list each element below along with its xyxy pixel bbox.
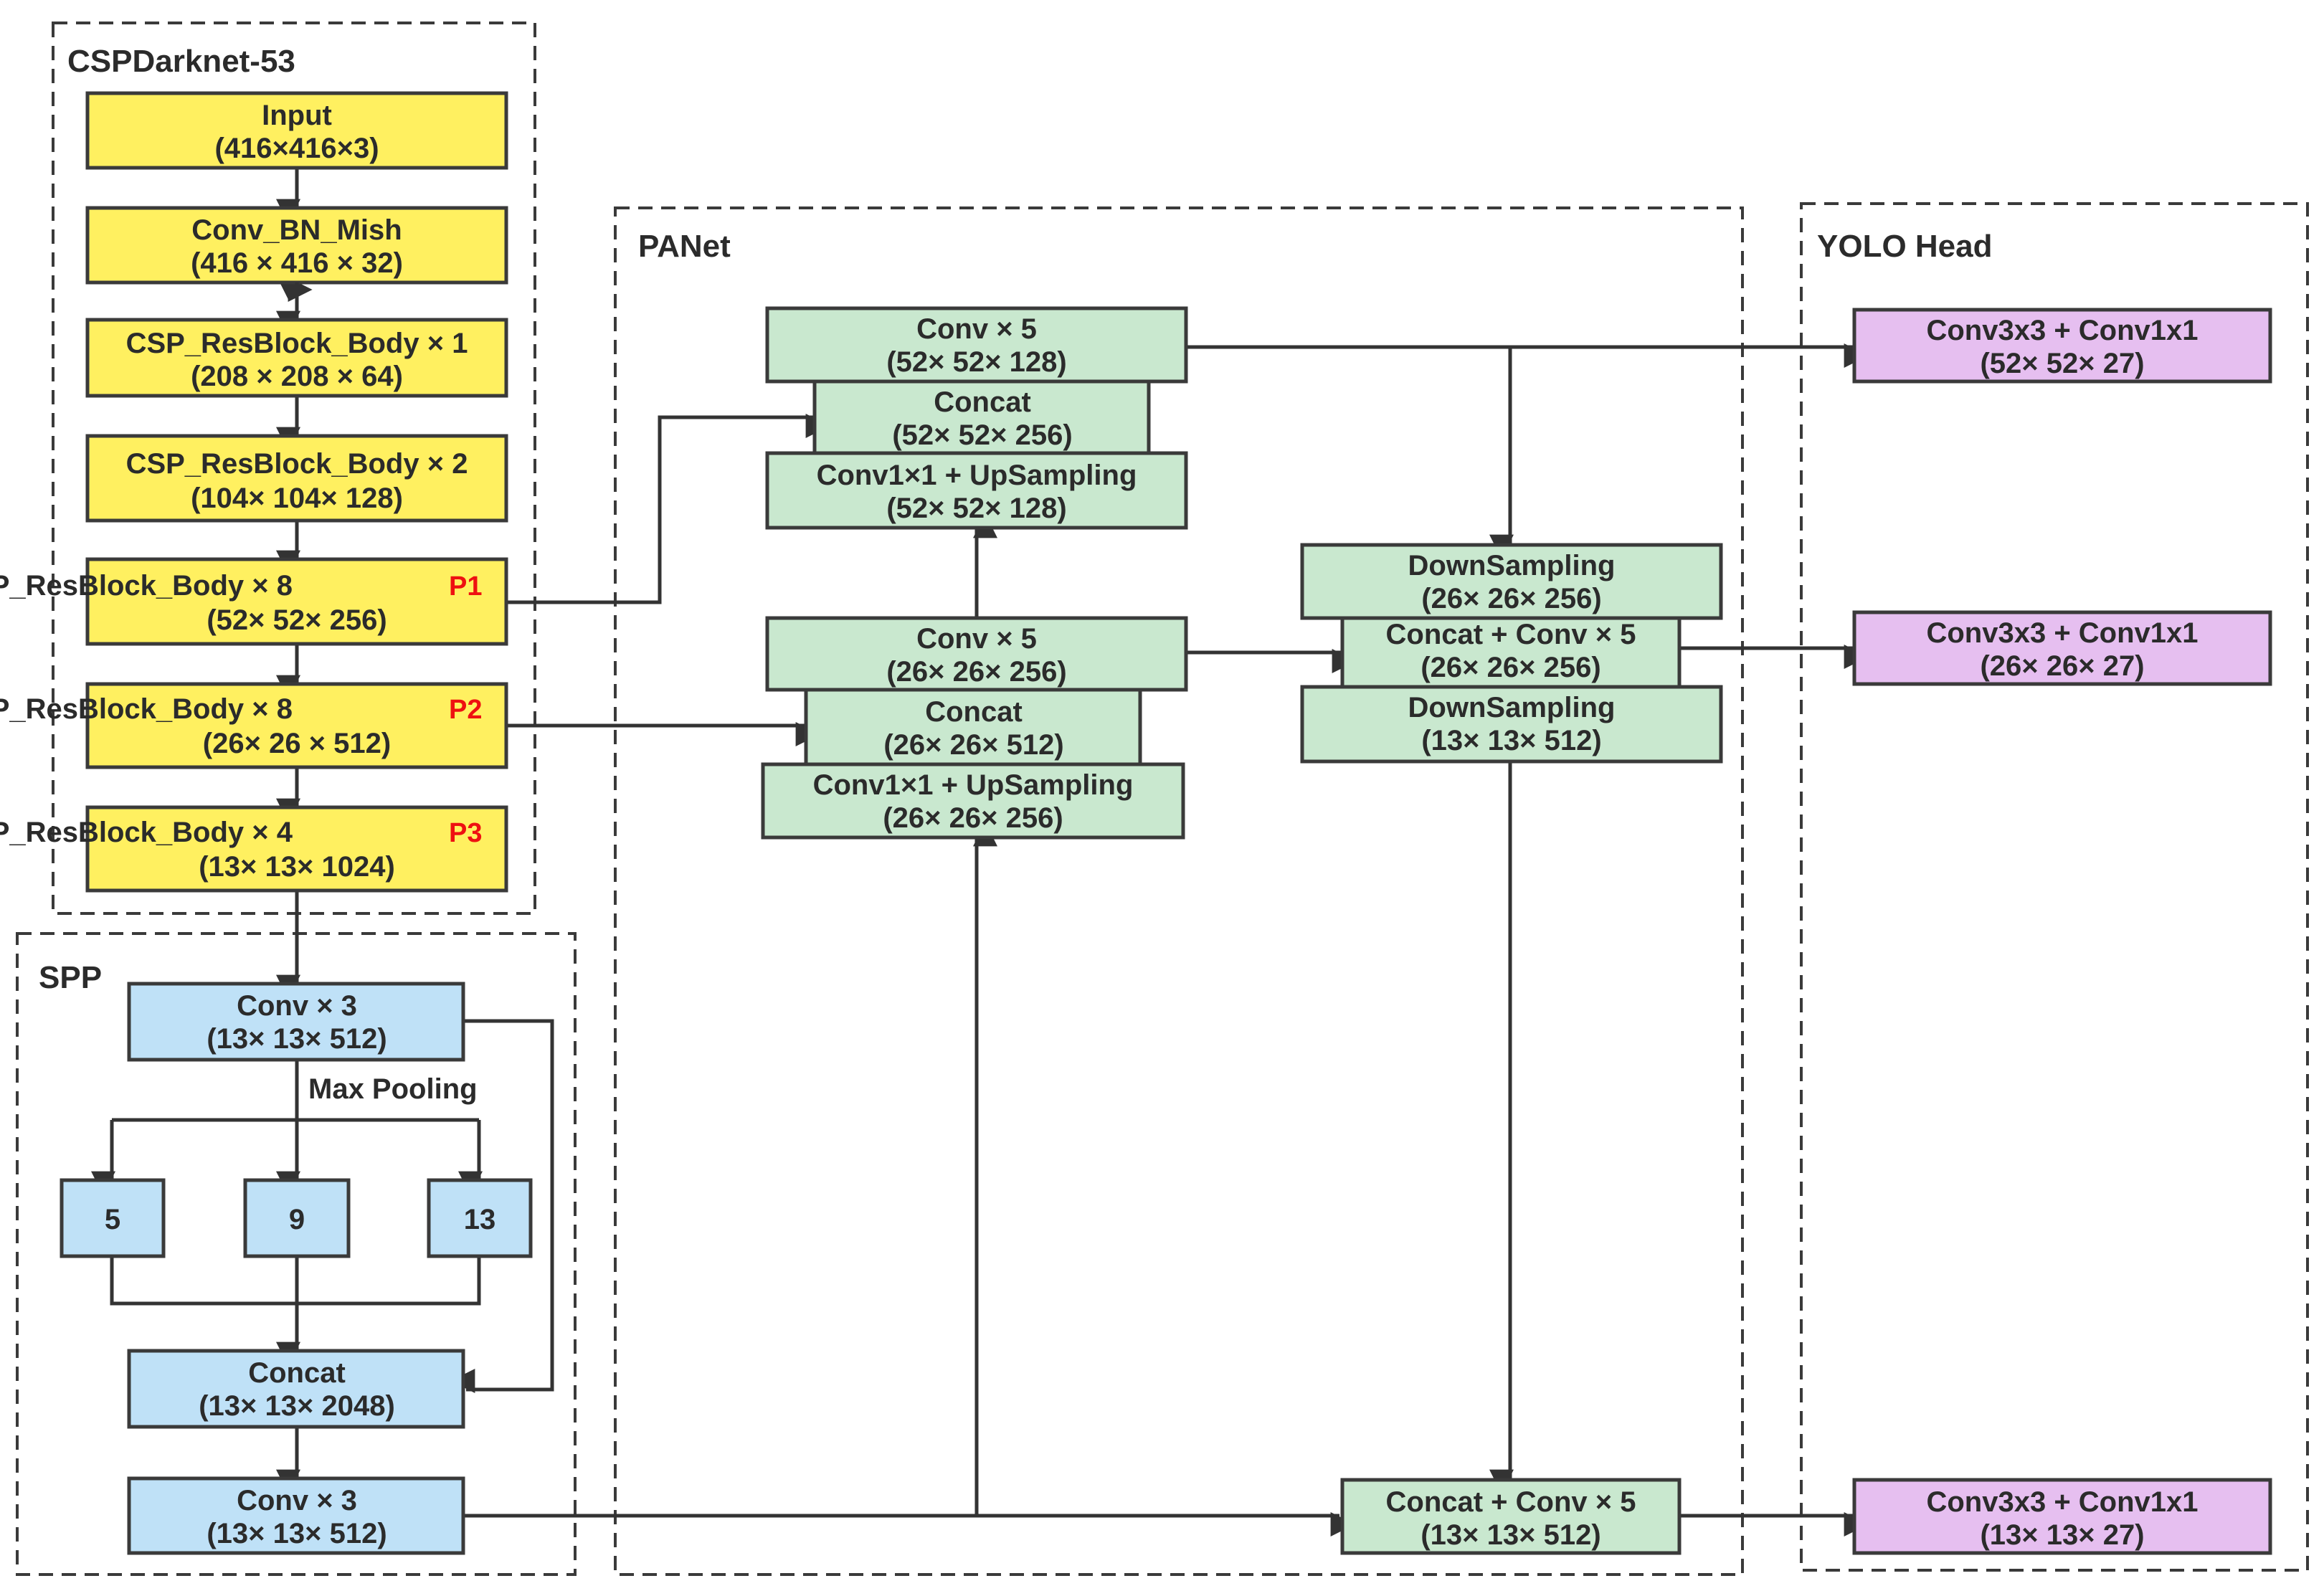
feature-tag-p1: P1 xyxy=(449,571,482,602)
region-title-spp: SPP xyxy=(39,960,102,995)
node-label: CSP_ResBlock_Body × 8 xyxy=(0,570,293,602)
node-label: Conv × 5 xyxy=(916,313,1037,345)
node-shape: (416×416×3) xyxy=(214,133,379,164)
node-label: Conv3x3 + Conv1x1 xyxy=(1926,315,2198,346)
node-label: CSP_ResBlock_Body × 8 xyxy=(0,693,293,725)
node-label: CSP_ResBlock_Body × 2 xyxy=(126,448,468,480)
edge-p1-to-concat52 xyxy=(505,414,830,604)
node-label: 13 xyxy=(464,1204,496,1235)
node-downsampling-26: DownSampling (26× 26× 256) xyxy=(1300,543,1723,620)
region-title-cspdarknet: CSPDarknet-53 xyxy=(67,44,295,79)
region-panet xyxy=(614,206,1744,1576)
node-pool-5: 5 xyxy=(60,1178,166,1258)
node-head-13: Conv3x3 + Conv1x1 (13× 13× 27) xyxy=(1852,1478,2272,1555)
node-label: Concat xyxy=(248,1357,346,1389)
node-shape: (26× 26× 256) xyxy=(883,802,1063,834)
feature-tag-p3: P3 xyxy=(449,818,482,848)
node-shape: (26× 26× 27) xyxy=(1980,650,2144,682)
node-label: Conv × 3 xyxy=(237,1485,357,1516)
node-shape: (26× 26× 256) xyxy=(886,656,1066,688)
node-shape: (104× 104× 128) xyxy=(191,483,403,514)
node-shape: (13× 13× 2048) xyxy=(199,1390,395,1422)
node-csp-resblock-1: CSP_ResBlock_Body × 1 (208 × 208 × 64) xyxy=(85,318,508,398)
edge-skip-concat xyxy=(450,1019,554,1393)
node-csp-resblock-8-p1: CSP_ResBlock_Body × 8 P1 (52× 52× 256) xyxy=(0,557,508,646)
node-conv-bn-mish: Conv_BN_Mish (416 × 416 × 32) xyxy=(85,206,508,285)
node-shape: (52× 52× 27) xyxy=(1980,348,2144,379)
node-shape: (26× 26× 256) xyxy=(1421,583,1601,614)
node-shape: (13× 13× 1024) xyxy=(199,851,395,883)
node-label: CSP_ResBlock_Body × 1 xyxy=(126,328,468,359)
node-label: Conv × 3 xyxy=(237,990,357,1022)
node-label: 5 xyxy=(105,1204,120,1235)
node-conv5-26: Conv × 5 (26× 26× 256) xyxy=(765,616,1188,692)
max-pooling-label: Max Pooling xyxy=(308,1073,478,1105)
node-shape: (52× 52× 128) xyxy=(886,346,1066,378)
node-label: Conv_BN_Mish xyxy=(191,214,402,246)
node-shape: (26× 26 × 512) xyxy=(203,728,391,759)
node-csp-resblock-8-p2: CSP_ResBlock_Body × 8 P2 (26× 26 × 512) xyxy=(0,682,508,769)
node-shape: (52× 52× 256) xyxy=(892,419,1072,451)
node-label: Conv3x3 + Conv1x1 xyxy=(1926,617,2198,649)
node-shape: (13× 13× 512) xyxy=(1421,725,1601,756)
node-shape: (26× 26× 512) xyxy=(883,729,1063,761)
node-pool-9: 9 xyxy=(243,1178,351,1258)
node-label: Conv × 5 xyxy=(916,623,1037,655)
node-label: CSP_ResBlock_Body × 4 xyxy=(0,817,293,848)
node-label: Concat + Conv × 5 xyxy=(1386,619,1636,650)
node-shape: (13× 13× 27) xyxy=(1980,1519,2144,1551)
node-label: Conv3x3 + Conv1x1 xyxy=(1926,1486,2198,1518)
node-spp-concat: Concat (13× 13× 2048) xyxy=(127,1349,465,1429)
node-shape: (26× 26× 256) xyxy=(1421,652,1600,683)
region-title-yolo-head: YOLO Head xyxy=(1817,229,1993,264)
node-shape: (13× 13× 512) xyxy=(1421,1519,1600,1551)
connectors xyxy=(90,168,1869,1537)
node-label: DownSampling xyxy=(1408,692,1616,723)
region-cspdarknet xyxy=(52,22,536,915)
node-upsampling-52: Conv1×1 + UpSampling (52× 52× 128) xyxy=(765,451,1188,530)
node-concat-conv5-13: Concat + Conv × 5 (13× 13× 512) xyxy=(1340,1478,1682,1555)
node-label: Conv1×1 + UpSampling xyxy=(813,769,1134,801)
node-label: Concat xyxy=(925,696,1023,728)
region-title-panet: PANet xyxy=(638,229,731,264)
node-label: Input xyxy=(262,100,332,131)
node-csp-resblock-2: CSP_ResBlock_Body × 2 (104× 104× 128) xyxy=(85,434,508,523)
node-upsampling-26: Conv1×1 + UpSampling (26× 26× 256) xyxy=(761,762,1185,840)
node-shape: (416 × 416 × 32) xyxy=(191,247,403,279)
node-shape: (208 × 208 × 64) xyxy=(191,361,403,392)
node-concat-conv5-26: Concat + Conv × 5 (26× 26× 256) xyxy=(1340,616,1682,689)
node-concat-26: Concat (26× 26× 512) xyxy=(804,688,1142,766)
node-shape: (13× 13× 512) xyxy=(207,1518,386,1549)
node-input: Input (416×416×3) xyxy=(85,91,508,170)
node-downsampling-13: DownSampling (13× 13× 512) xyxy=(1300,685,1723,764)
node-head-52: Conv3x3 + Conv1x1 (52× 52× 27) xyxy=(1852,308,2272,384)
node-pool-13: 13 xyxy=(427,1178,533,1258)
node-label: Concat + Conv × 5 xyxy=(1386,1486,1636,1518)
node-csp-resblock-4-p3: CSP_ResBlock_Body × 4 P3 (13× 13× 1024) xyxy=(0,805,508,893)
node-conv5-52: Conv × 5 (52× 52× 128) xyxy=(765,306,1188,384)
node-head-26: Conv3x3 + Conv1x1 (26× 26× 27) xyxy=(1852,610,2272,686)
node-label: Concat xyxy=(934,386,1031,418)
node-shape: (52× 52× 128) xyxy=(886,493,1066,524)
feature-tag-p2: P2 xyxy=(449,695,482,725)
node-label: Conv1×1 + UpSampling xyxy=(817,460,1137,491)
node-concat-52: Concat (52× 52× 256) xyxy=(812,379,1151,455)
node-spp-conv3-top: Conv × 3 (13× 13× 512) xyxy=(127,982,465,1062)
node-shape: (13× 13× 512) xyxy=(207,1023,386,1055)
region-yolo-head xyxy=(1800,202,2309,1572)
node-label: DownSampling xyxy=(1408,550,1616,581)
node-spp-conv3-bottom: Conv × 3 (13× 13× 512) xyxy=(127,1476,465,1555)
node-label: 9 xyxy=(289,1204,305,1235)
node-shape: (52× 52× 256) xyxy=(207,604,386,636)
